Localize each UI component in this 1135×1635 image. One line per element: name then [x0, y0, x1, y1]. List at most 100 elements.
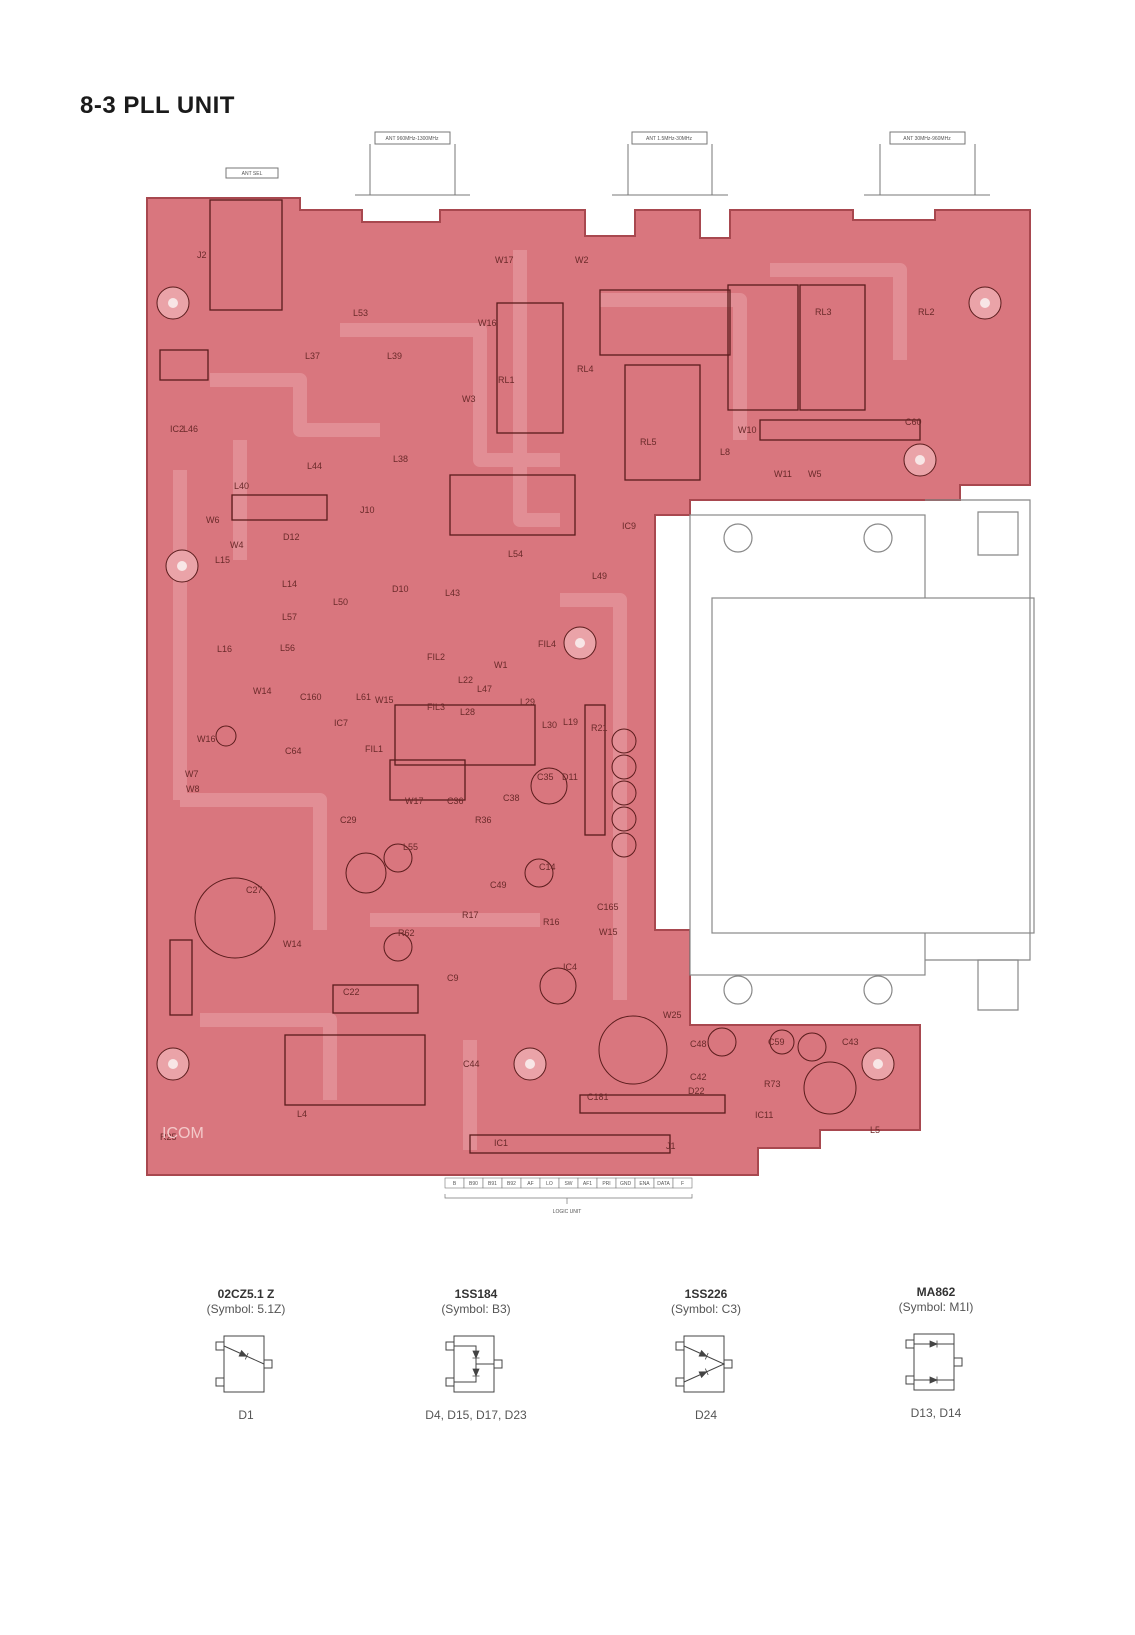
capacitor-outline: [524, 858, 554, 888]
ref-rl3: RL3: [815, 307, 832, 317]
ref-c29: C29: [340, 815, 357, 825]
ref-l38: L38: [393, 454, 408, 464]
ref-l61: L61: [356, 692, 371, 702]
ref-c22: C22: [343, 987, 360, 997]
ref-l5: L5: [870, 1125, 880, 1135]
pin-label: LO: [546, 1181, 553, 1187]
ref-l57: L57: [282, 612, 297, 622]
sot23-package-icon: [905, 1333, 963, 1391]
ref-l54: L54: [508, 549, 523, 559]
pin-label: B90: [469, 1181, 478, 1187]
capacitor-outline: [345, 852, 387, 894]
ref-l14: L14: [282, 579, 297, 589]
ref-j10: J10: [360, 505, 375, 515]
ref-w3: W3: [462, 394, 476, 404]
diode-used-in: D24: [694, 1408, 717, 1422]
ref-j2: J2: [197, 250, 207, 260]
ref-fil3: FIL3: [427, 702, 445, 712]
page-title: 8-3 PLL UNIT: [80, 92, 235, 119]
ref-w25: W25: [663, 1010, 682, 1020]
ref-w14: W14: [253, 686, 272, 696]
ref-ic1: IC1: [494, 1138, 508, 1148]
ref-w6: W6: [206, 515, 220, 525]
label-j7: ANT 30MHz-960MHz: [903, 136, 951, 142]
ref-c27: C27: [246, 885, 263, 895]
ref-d12: D12: [283, 532, 300, 542]
ref-l16: L16: [217, 644, 232, 654]
diode-symbol-code: (Symbol: 5.1Z): [206, 1302, 286, 1316]
pin-label: B92: [507, 1181, 516, 1187]
ref-c9: C9: [447, 973, 459, 983]
diode-symbol-code: (Symbol: C3): [670, 1302, 741, 1316]
ref-l43: L43: [445, 588, 460, 598]
ref-c160: C160: [300, 692, 322, 702]
ref-w1: W1: [494, 660, 508, 670]
capacitor-outline: [707, 1027, 737, 1057]
ref-l15: L15: [215, 555, 230, 565]
component-outlines: [159, 199, 921, 1154]
diode-part-number: 02CZ5.1 Z: [217, 1287, 275, 1301]
ref-w16: W16: [197, 734, 216, 744]
ref-rl2: RL2: [918, 307, 935, 317]
mounting-hole: [903, 443, 937, 477]
ref-ic4: IC4: [563, 962, 577, 972]
diode-part-number: 1SS226: [684, 1287, 728, 1301]
diode-used-in: D4, D15, D17, D23: [425, 1408, 527, 1422]
pin-label: B91: [488, 1181, 497, 1187]
pcb-board: [146, 197, 1031, 1176]
ref-c35: C35: [537, 772, 554, 782]
ref-l30: L30: [542, 720, 557, 730]
capacitor-outline: [383, 843, 413, 873]
ref-d10: D10: [392, 584, 409, 594]
pin-label: B: [453, 1181, 457, 1187]
ref-r73: R73: [764, 1079, 781, 1089]
diode-block: 02CZ5.1 Z(Symbol: 5.1Z)D1: [166, 1287, 326, 1422]
ref-d22: D22: [688, 1086, 705, 1096]
ref-c64: C64: [285, 746, 302, 756]
diode-part-number: 1SS184: [454, 1287, 498, 1301]
diode-symbol-code: (Symbol: B3): [441, 1302, 511, 1316]
ref-l40: L40: [234, 481, 249, 491]
ref-c42: C42: [690, 1072, 707, 1082]
pin-label: F: [681, 1181, 684, 1187]
pcb-traces: [173, 250, 907, 1150]
label-j2: ANT SEL: [242, 171, 263, 177]
sot23-package-icon: [215, 1335, 273, 1393]
capacitor-outline: [797, 1032, 827, 1062]
capacitor-outline: [530, 767, 568, 805]
mounting-holes: [156, 286, 1002, 1081]
capacitor-outline: [611, 728, 637, 754]
ref-c59: C59: [768, 1037, 785, 1047]
ref-ic9: IC9: [622, 521, 636, 531]
ref-w5: W5: [808, 469, 822, 479]
capacitor-outline: [769, 1029, 795, 1055]
ref-j1: J1: [666, 1141, 676, 1151]
capacitor-outline: [611, 806, 637, 832]
round-components: [194, 725, 857, 1115]
ref-rl1: RL1: [498, 375, 515, 385]
ref-w16: W16: [478, 318, 497, 328]
ref-l46: L46: [183, 424, 198, 434]
ref-l50: L50: [333, 597, 348, 607]
ref-l37: L37: [305, 351, 320, 361]
ref-w17: W17: [405, 796, 424, 806]
ref-c181: C181: [587, 1092, 609, 1102]
ref-fil1: FIL1: [365, 744, 383, 754]
capacitor-outline: [598, 1015, 668, 1085]
mounting-hole: [165, 549, 199, 583]
ref-l4: L4: [297, 1109, 307, 1119]
ref-w14: W14: [283, 939, 302, 949]
ref-r16: R16: [543, 917, 560, 927]
ref-d11: D11: [562, 772, 578, 782]
mounting-hole: [563, 626, 597, 660]
ref-w10: W10: [738, 425, 757, 435]
ref-l53: L53: [353, 308, 368, 318]
ref-c165: C165: [597, 902, 619, 912]
ref-fil4: FIL4: [538, 639, 556, 649]
ref-ic7: IC7: [334, 718, 348, 728]
label-j8: ANT 1.5MHz-30MHz: [646, 136, 693, 142]
mounting-hole: [513, 1047, 547, 1081]
pin-label: DATA: [657, 1181, 670, 1187]
